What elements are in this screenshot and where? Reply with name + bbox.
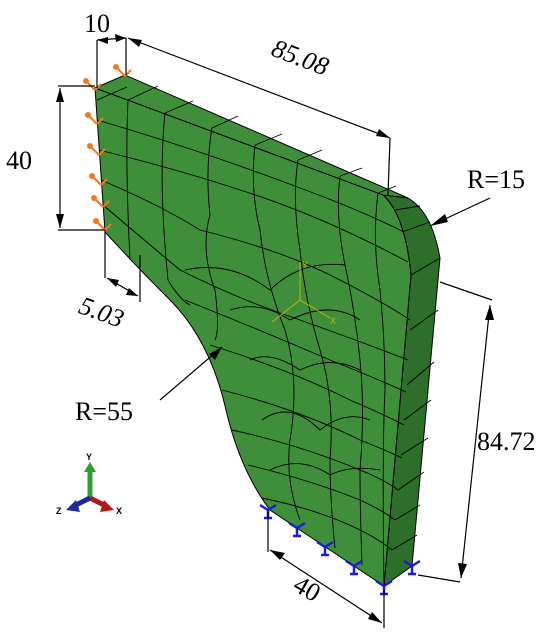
view-triad: Y Z X xyxy=(56,452,122,516)
load-marker xyxy=(85,112,104,125)
svg-text:X: X xyxy=(330,316,336,326)
coordinate-origin: Y X xyxy=(271,260,336,326)
triad-z-label: Z xyxy=(56,506,62,516)
dim-offset-label: 5.03 xyxy=(75,291,128,334)
dim-right-height-label: 84.72 xyxy=(477,427,536,456)
boundary-condition-marker xyxy=(345,559,363,576)
dim-arc-radius-label: R=55 xyxy=(75,397,133,426)
load-marker xyxy=(87,143,106,156)
dim-left-height-label: 40 xyxy=(6,146,32,175)
front-face xyxy=(94,87,412,587)
dim-thickness-label: 10 xyxy=(84,9,110,38)
load-marker xyxy=(113,64,132,77)
dim-fillet-radius-label: R=15 xyxy=(467,165,525,194)
mesh-lines xyxy=(96,85,441,587)
boundary-condition-marker xyxy=(288,521,306,538)
arrow-heads xyxy=(56,34,494,623)
triad-y-label: Y xyxy=(86,452,92,462)
dim-top-length-label: 85.08 xyxy=(268,33,333,81)
boundary-condition-marker xyxy=(316,540,334,557)
load-marker xyxy=(91,195,110,208)
load-marker xyxy=(93,218,112,231)
triad-x-label: X xyxy=(116,506,122,516)
dim-bottom-width-label: 40 xyxy=(289,570,326,608)
dimension-lines xyxy=(58,37,493,628)
svg-text:Y: Y xyxy=(302,260,308,270)
load-marker xyxy=(89,173,108,186)
part-geometry xyxy=(93,74,441,588)
boundary-condition-marker xyxy=(403,559,421,576)
